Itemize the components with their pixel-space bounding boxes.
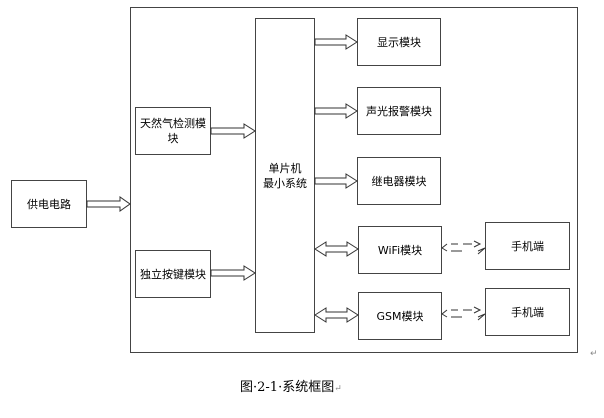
figure-caption: 图·2-1·系统框图↵ [240, 376, 342, 395]
alarm-label: 声光报警模块 [366, 104, 432, 118]
phone-label-2: 手机端 [511, 305, 544, 319]
arrow-mcu-wifi-bidirectional [314, 241, 359, 257]
gas-sensor-label: 天然气检测模块 [140, 117, 206, 145]
keys-box: 独立按键模块 [135, 250, 211, 298]
arrow-power-to-system [86, 196, 131, 212]
gsm-box: GSM模块 [358, 292, 442, 340]
system-frame [130, 7, 578, 353]
power-label: 供电电路 [27, 197, 71, 211]
wireless-link-wifi-phone [441, 240, 486, 255]
arrow-mcu-gsm-bidirectional [314, 307, 359, 323]
paragraph-mark: ↵ [590, 349, 598, 359]
arrow-keys-to-mcu [210, 265, 256, 281]
mcu-label-line1: 单片机 [268, 161, 302, 175]
alarm-box: 声光报警模块 [357, 87, 441, 135]
mcu-box: 单片机 最小系统 [255, 18, 315, 333]
phone-box-2: 手机端 [485, 288, 570, 336]
caption-text: 图·2-1·系统框图 [240, 380, 335, 395]
display-box: 显示模块 [357, 18, 441, 66]
relay-box: 继电器模块 [357, 157, 441, 205]
keys-label: 独立按键模块 [140, 267, 206, 281]
wifi-box: WiFi模块 [358, 226, 442, 274]
wireless-link-gsm-phone [441, 306, 486, 321]
arrow-mcu-to-relay [314, 173, 358, 189]
wifi-label: WiFi模块 [377, 243, 423, 257]
mcu-label-line2: 最小系统 [263, 176, 307, 190]
display-label: 显示模块 [377, 35, 421, 49]
arrow-mcu-to-alarm [314, 103, 358, 119]
relay-label: 继电器模块 [371, 174, 427, 188]
arrow-gas-to-mcu [210, 123, 256, 139]
gas-sensor-box: 天然气检测模块 [135, 107, 211, 155]
phone-label-1: 手机端 [511, 239, 544, 253]
arrow-mcu-to-display [314, 34, 358, 50]
phone-box-1: 手机端 [485, 222, 570, 270]
caption-paragraph-mark: ↵ [334, 384, 342, 394]
gsm-label: GSM模块 [376, 309, 424, 323]
